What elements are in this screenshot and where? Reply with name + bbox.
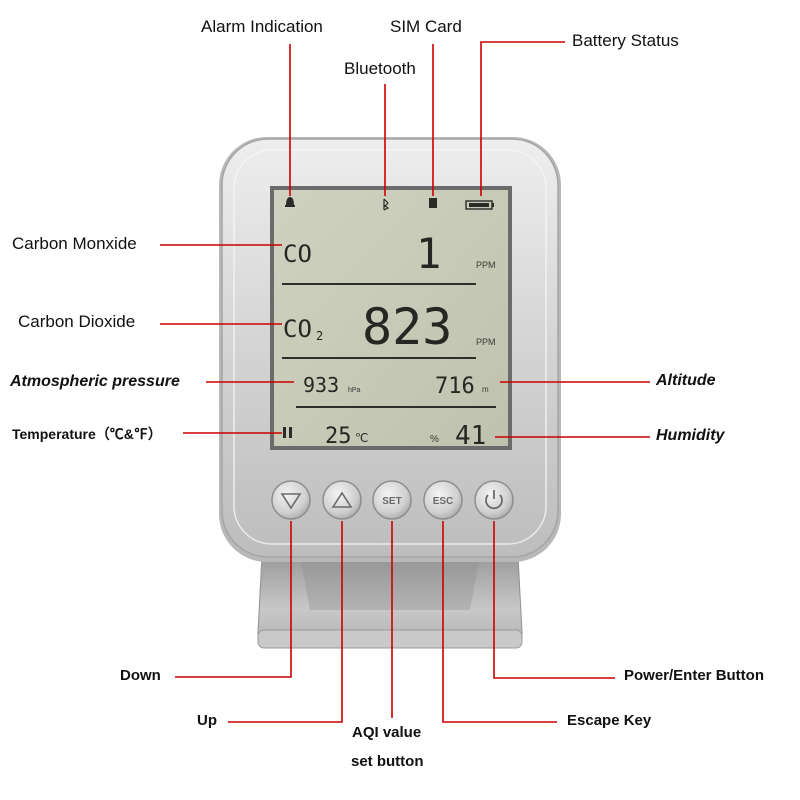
callout-down: Down bbox=[120, 667, 161, 684]
set-button-label: SET bbox=[382, 496, 401, 507]
power-icon bbox=[485, 490, 503, 510]
lcd-pressure-unit: hPa bbox=[348, 387, 361, 394]
up-button[interactable] bbox=[322, 480, 362, 520]
callout-aqi-set-line2: set button bbox=[351, 753, 424, 770]
down-button[interactable] bbox=[271, 480, 311, 520]
set-button[interactable]: SET bbox=[372, 480, 412, 520]
lcd-humidity-value: 41 bbox=[455, 421, 486, 451]
callout-up: Up bbox=[197, 712, 217, 729]
callout-battery-status: Battery Status bbox=[572, 31, 679, 50]
callout-escape-key: Escape Key bbox=[567, 712, 652, 729]
lcd-co2-sub: 2 bbox=[316, 329, 323, 343]
thermometer-icon bbox=[283, 427, 292, 438]
callout-aqi-set-line1: AQI value bbox=[352, 724, 422, 741]
alarm-bell-icon bbox=[285, 197, 295, 207]
callout-carbon-monoxide: Carbon Monxide bbox=[12, 234, 137, 253]
callout-carbon-dioxide: Carbon Dioxide bbox=[18, 312, 136, 331]
lcd-humidity-unit: % bbox=[430, 434, 439, 445]
lcd-co-unit: PPM bbox=[476, 260, 496, 270]
callout-temperature: Temperature（℃&℉） bbox=[12, 426, 162, 442]
lcd-co-value: 1 bbox=[416, 229, 441, 278]
power-button[interactable] bbox=[474, 480, 514, 520]
callout-sim-card: SIM Card bbox=[390, 17, 462, 36]
lcd-altitude-value: 716 bbox=[435, 374, 475, 399]
sim-card-icon bbox=[429, 198, 437, 208]
callout-humidity: Humidity bbox=[656, 427, 725, 444]
callout-altitude: Altitude bbox=[656, 372, 716, 389]
battery-icon bbox=[465, 200, 494, 210]
lcd-co-label: CO bbox=[283, 240, 312, 268]
callout-alarm-indication: Alarm Indication bbox=[201, 17, 323, 36]
down-arrow-icon bbox=[280, 493, 302, 510]
callout-power-enter: Power/Enter Button bbox=[624, 667, 765, 684]
lcd-co2-label: CO bbox=[283, 315, 312, 343]
lcd-altitude-unit: m bbox=[482, 385, 489, 394]
lcd-temp-unit: ℃ bbox=[355, 431, 368, 445]
lcd-pressure-value: 933 bbox=[303, 373, 339, 397]
escape-button-label: ESC bbox=[433, 496, 454, 507]
escape-button[interactable]: ESC bbox=[423, 480, 463, 520]
stand bbox=[257, 555, 523, 649]
callout-bluetooth: Bluetooth bbox=[344, 59, 416, 78]
bluetooth-icon bbox=[383, 198, 390, 211]
callout-atmospheric-pressure: Atmospheric pressure bbox=[10, 373, 180, 390]
lcd-co2-unit: PPM bbox=[476, 337, 496, 347]
up-arrow-icon bbox=[331, 491, 353, 508]
leader-lines bbox=[160, 41, 650, 723]
lcd-screen bbox=[270, 186, 512, 450]
lcd-temp-value: 25 bbox=[325, 424, 352, 449]
lcd-co2-value: 823 bbox=[362, 298, 452, 356]
